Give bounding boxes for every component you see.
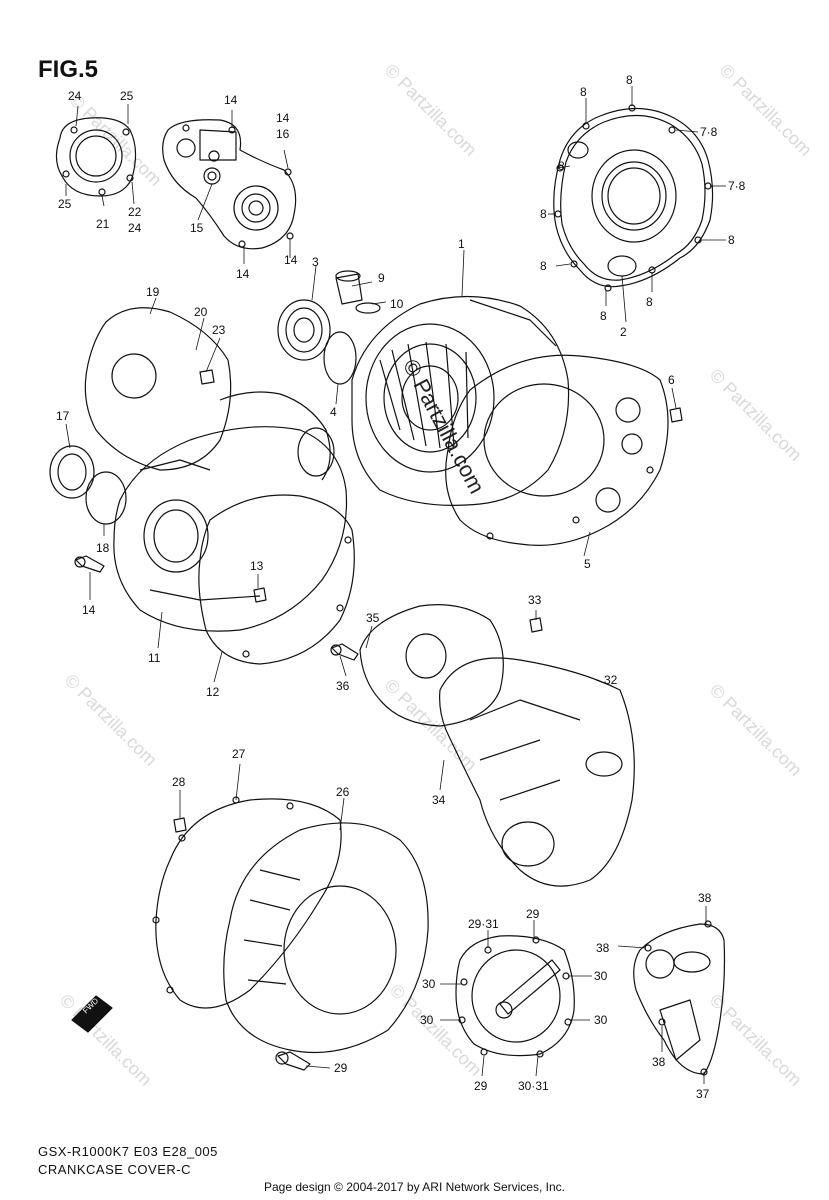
callout: 8: [540, 259, 547, 273]
callout: 2: [620, 325, 627, 339]
callout: 38: [596, 941, 610, 955]
callout: 8: [540, 207, 547, 221]
callout: 33: [528, 593, 542, 607]
figure-title: FIG.5: [38, 56, 99, 83]
generator-cover-part: [223, 822, 429, 1054]
callout: 29: [334, 1061, 348, 1075]
page-credit: Page design © 2004-2017 by ARI Network S…: [263, 1180, 565, 1194]
callout: 12: [206, 685, 220, 699]
callout: 29: [474, 1079, 488, 1093]
dowel-pin-part: [669, 407, 683, 423]
callout: 23: [212, 323, 226, 337]
callout: 14: [236, 267, 250, 281]
callout: 4: [330, 405, 337, 419]
oil-filler-plug-part: [335, 270, 363, 305]
generator-cover-gasket-part: [152, 796, 342, 1009]
callout: 7·8: [728, 179, 746, 193]
small-housing-part: [162, 119, 297, 250]
callout: 15: [190, 221, 204, 235]
callout: 34: [432, 793, 446, 807]
sprocket-cover-part: [633, 920, 726, 1076]
leader-lines: [65, 86, 726, 1084]
callout: 13: [250, 559, 264, 573]
callout: 25: [58, 197, 72, 211]
generator-housing-part: [113, 391, 348, 632]
callout: 37: [696, 1087, 710, 1101]
callout: 1: [458, 237, 465, 251]
callout: 24: [128, 221, 142, 235]
small-cover-part: [55, 117, 137, 197]
forward-arrow-icon: [71, 995, 113, 1033]
callout: 5: [584, 557, 591, 571]
callout: 8: [626, 73, 633, 87]
pickup-gasket-part: [359, 604, 504, 727]
callout: 21: [96, 217, 110, 231]
callout: 38: [652, 1055, 666, 1069]
callout: 14: [82, 603, 96, 617]
callout: 27: [232, 747, 246, 761]
bolt-part: [74, 555, 105, 573]
callout: 11: [148, 651, 161, 665]
callout: 20: [194, 305, 208, 319]
callout: 14: [284, 253, 298, 267]
section-name: CRANKCASE COVER-C: [38, 1162, 191, 1177]
crankcase-cover-part: [351, 295, 570, 506]
callout: 25: [120, 89, 134, 103]
bolt-part: [330, 643, 359, 661]
callout: 35: [366, 611, 380, 625]
dowel-pin-part: [529, 617, 543, 633]
oil-seal-part: [277, 299, 331, 361]
callout: 38: [698, 891, 712, 905]
bolt-part: [275, 1051, 311, 1071]
model-code: GSX-R1000K7 E03 E28_005: [38, 1144, 218, 1159]
callout: 6: [668, 373, 675, 387]
callout: 9: [378, 271, 385, 285]
callout: 30·31: [518, 1079, 549, 1093]
callout: 8: [558, 159, 565, 173]
cover-gasket-part: [445, 354, 669, 546]
dowel-pin-part: [173, 817, 187, 833]
callout: 8: [728, 233, 735, 247]
callout: 14: [276, 111, 290, 125]
callout: 32: [604, 673, 618, 687]
callout: 17: [56, 409, 70, 423]
callout: 22: [128, 205, 142, 219]
callout: 3: [312, 255, 319, 269]
callout: 7·8: [700, 125, 718, 139]
callout: 29·31: [468, 917, 499, 931]
seal-ring-part: [49, 445, 127, 525]
generator-gasket-part: [198, 494, 355, 665]
callout: 28: [172, 775, 186, 789]
callout: 19: [146, 285, 160, 299]
callout: 8: [646, 295, 653, 309]
callout: 30: [594, 969, 608, 983]
callout: 30: [422, 977, 436, 991]
callout: 36: [336, 679, 350, 693]
callout: 30: [594, 1013, 608, 1027]
callout: 18: [96, 541, 110, 555]
callout-labels: 24 25 25 21 22 24 14 14 16 15 14 14 8 8 …: [56, 73, 746, 1101]
clutch-cover-part: [553, 104, 714, 292]
callout: 26: [336, 785, 350, 799]
callout: 8: [580, 85, 587, 99]
callout: 29: [526, 907, 540, 921]
callout: 16: [276, 127, 290, 141]
callout: 30: [420, 1013, 434, 1027]
callout: 24: [68, 89, 82, 103]
pickup-cover-part: [439, 657, 635, 887]
housing-gasket-part: [84, 307, 232, 471]
o-ring-part: [323, 302, 381, 385]
callout: 14: [224, 93, 238, 107]
callout: 10: [390, 297, 404, 311]
callout: 8: [600, 309, 607, 323]
starter-clutch-cover-part: [455, 935, 575, 1058]
